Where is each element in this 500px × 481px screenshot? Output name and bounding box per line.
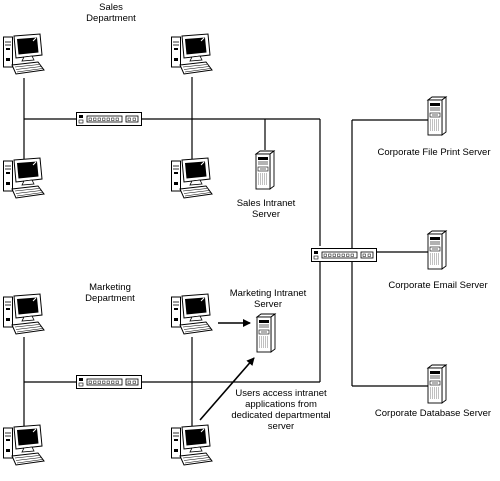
email-server-icon (427, 230, 447, 270)
marketing-workstation-1-icon (3, 293, 45, 335)
marketing-label-line2: Department (85, 293, 135, 304)
marketing-intranet-server-label: Marketing Intranet Server (222, 288, 314, 310)
database-server-label: Corporate Database Server (374, 408, 492, 419)
annotation-line1: Users access intranet (235, 388, 327, 399)
marketing-intranet-line1: Marketing Intranet (229, 288, 307, 299)
annotation-line3: dedicated departmental (231, 410, 331, 421)
sales-label-line1: Sales (99, 2, 123, 13)
sales-hub-icon (76, 112, 142, 126)
marketing-intranet-line2: Server (254, 299, 282, 310)
email-server-label: Corporate Email Server (388, 280, 488, 291)
sales-workstation-1-icon (3, 33, 45, 75)
marketing-workstation-4-icon (171, 424, 213, 466)
sales-intranet-line2: Server (252, 209, 280, 220)
sales-workstation-4-icon (171, 157, 213, 199)
annotation-line2: applications from (245, 399, 317, 410)
sales-intranet-server-icon (255, 150, 275, 190)
marketing-workstation-3-icon (3, 424, 45, 466)
annotation-arrow (199, 357, 255, 421)
database-server-icon (427, 364, 447, 404)
sales-workstation-3-icon (3, 157, 45, 199)
marketing-label-line1: Marketing (89, 282, 131, 293)
annotation-text: Users access intranet applications from … (228, 388, 334, 432)
file-print-server-label: Corporate File Print Server (377, 147, 491, 158)
sales-intranet-line1: Sales Intranet (236, 198, 296, 209)
core-hub-icon (311, 248, 377, 262)
sales-department-label: Sales Department (76, 2, 146, 24)
file-print-server-icon (427, 96, 447, 136)
marketing-intranet-server-icon (256, 313, 276, 353)
sales-workstation-2-icon (171, 33, 213, 75)
sales-intranet-server-label: Sales Intranet Server (228, 198, 304, 220)
sales-label-line2: Department (86, 13, 136, 24)
marketing-hub-icon (76, 375, 142, 389)
marketing-workstation-2-icon (171, 293, 213, 335)
marketing-department-label: Marketing Department (71, 282, 149, 304)
annotation-line4: server (267, 421, 295, 432)
